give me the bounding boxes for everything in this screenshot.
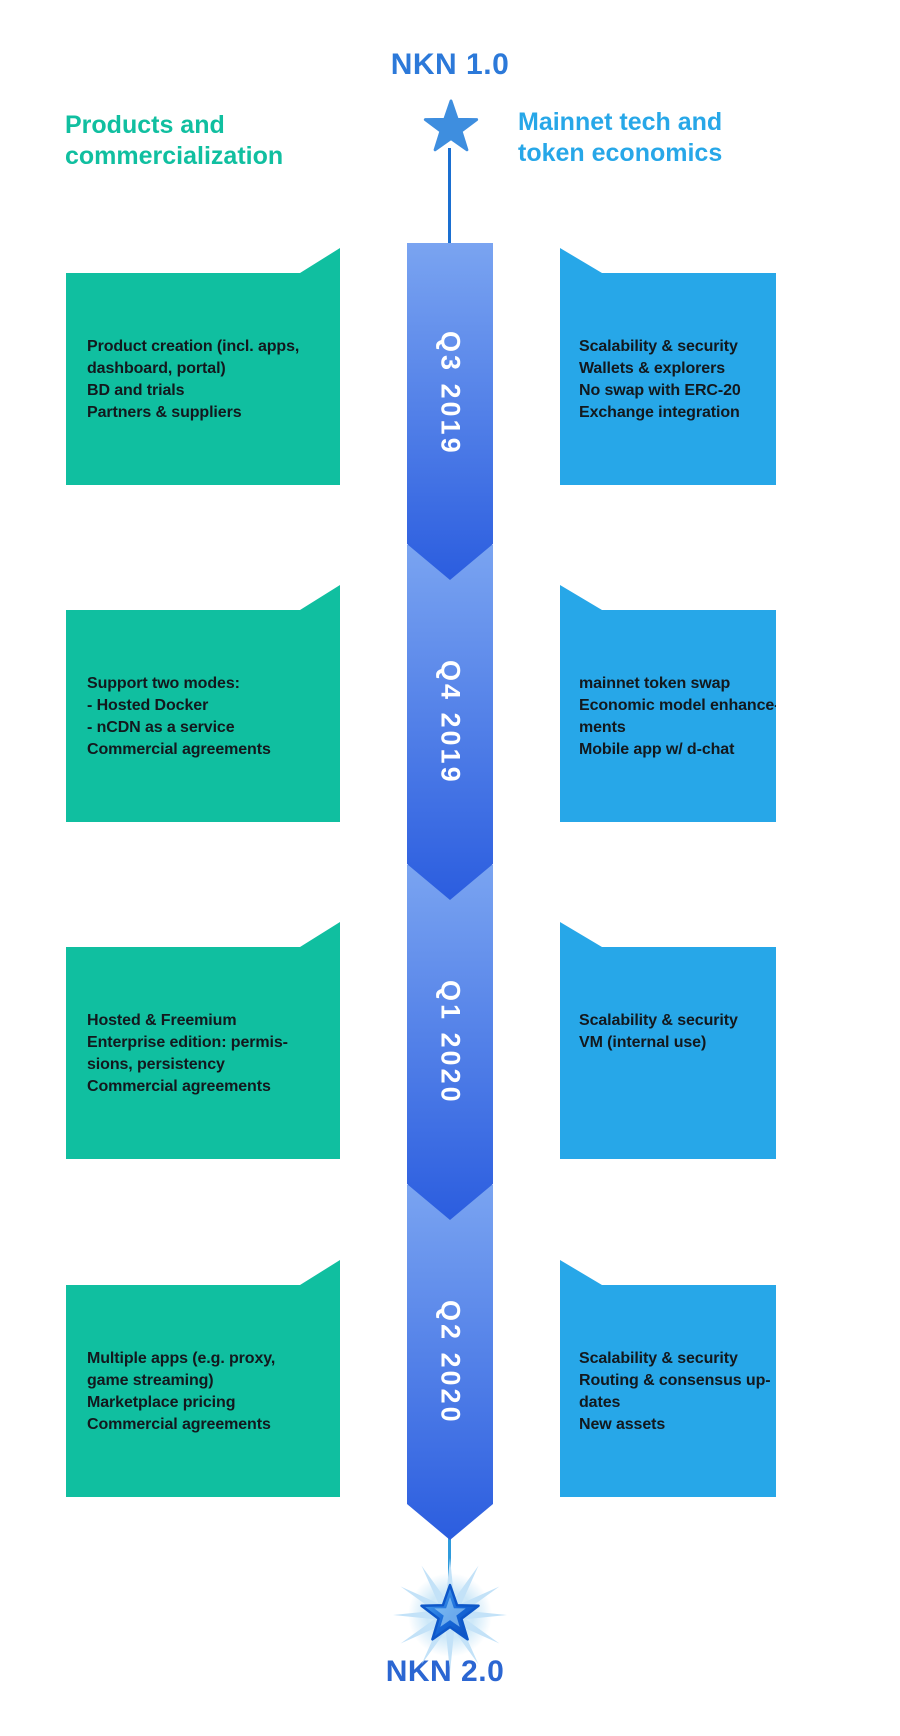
mainnet-box-text: Scalability & security Wallets & explore… xyxy=(579,338,741,421)
quarter-label: Q2 2020 xyxy=(435,1299,466,1425)
products-box-text: Support two modes: - Hosted Docker - nCD… xyxy=(87,675,271,758)
quarter-label: Q3 2019 xyxy=(435,331,466,456)
mainnet-box-q2-2020: Scalability & security Routing & consens… xyxy=(560,1260,776,1497)
mainnet-box-q4-2019: mainnet token swap Economic model enhanc… xyxy=(560,585,776,822)
column-header-products: Products and commercialization xyxy=(65,111,284,170)
mainnet-box-text: mainnet token swap Economic model enhanc… xyxy=(579,675,780,758)
star-glow-icon xyxy=(393,1558,507,1672)
timeline-segment-q3-2019: Q3 2019 xyxy=(407,243,493,580)
timeline-segment-q4-2019: Q4 2019 xyxy=(407,545,493,900)
products-box-q1-2020: Hosted & Freemium Enterprise edition: pe… xyxy=(66,922,340,1159)
products-box-text: Multiple apps (e.g. proxy, game streamin… xyxy=(87,1350,276,1433)
mainnet-box-q3-2019: Scalability & security Wallets & explore… xyxy=(560,248,776,485)
products-box-q2-2020: Multiple apps (e.g. proxy, game streamin… xyxy=(66,1260,340,1497)
milestone-label-nkn-1-0: NKN 1.0 xyxy=(390,48,510,81)
timeline-connector-top xyxy=(448,148,451,245)
products-box-text: Hosted & Freemium Enterprise edition: pe… xyxy=(87,1012,288,1095)
products-box-text: Product creation (incl. apps, dashboard,… xyxy=(87,338,300,421)
star-icon xyxy=(423,99,479,152)
mainnet-box-q1-2020: Scalability & security VM (internal use) xyxy=(560,922,776,1159)
milestone-label-nkn-2-0: NKN 2.0 xyxy=(385,1655,505,1688)
timeline-segment-q1-2020: Q1 2020 xyxy=(407,865,493,1220)
timeline-segment-q2-2020: Q2 2020 xyxy=(407,1185,493,1540)
products-box-q3-2019: Product creation (incl. apps, dashboard,… xyxy=(66,248,340,485)
column-header-mainnet: Mainnet tech and token economics xyxy=(518,108,723,167)
quarter-label: Q1 2020 xyxy=(435,979,466,1105)
timeline-connector-bottom xyxy=(448,1538,451,1585)
mainnet-box-text: Scalability & security Routing & consens… xyxy=(579,1350,771,1433)
products-box-q4-2019: Support two modes: - Hosted Docker - nCD… xyxy=(66,585,340,822)
mainnet-box-text: Scalability & security VM (internal use) xyxy=(579,1012,738,1051)
quarter-label: Q4 2019 xyxy=(435,659,466,785)
